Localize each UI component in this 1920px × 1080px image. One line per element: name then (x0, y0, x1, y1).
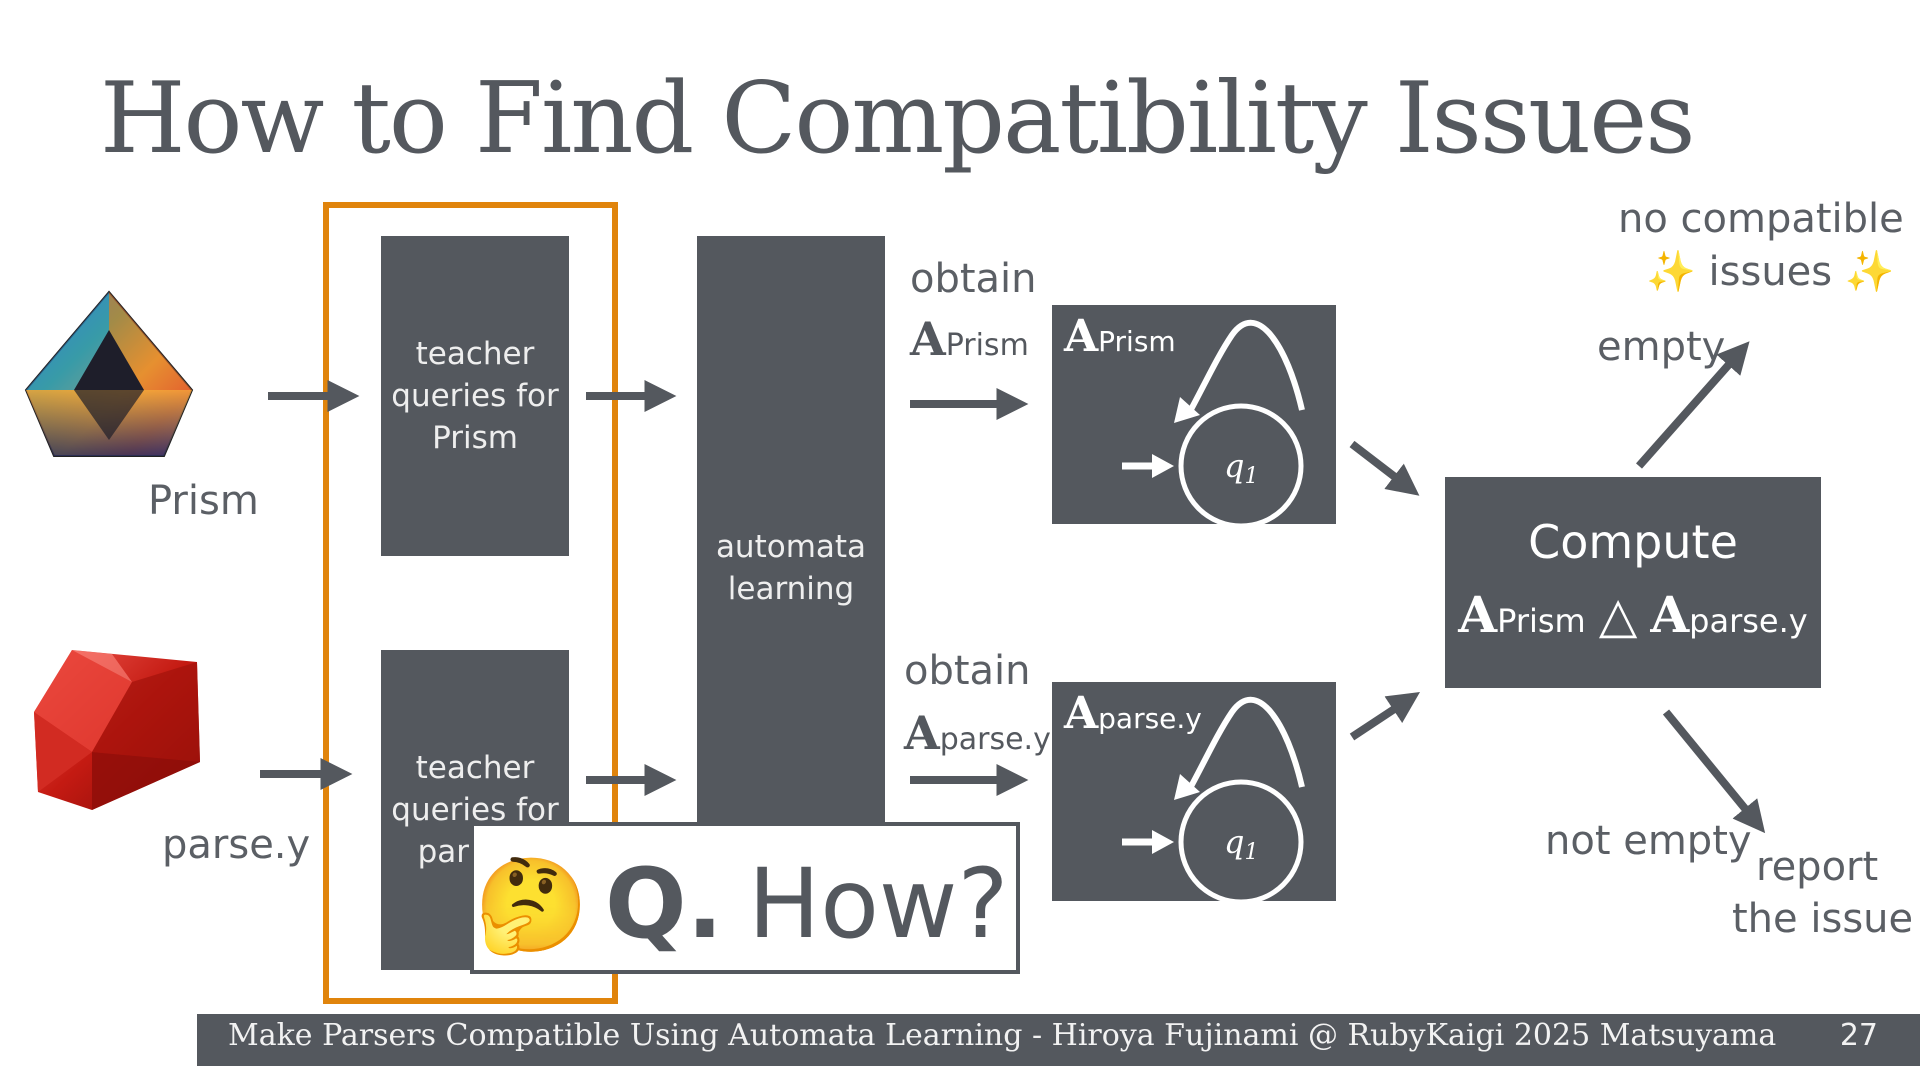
compute-formula: APrism △ Aparse.y (1445, 585, 1821, 644)
no-issues-line1: no compatible (1618, 196, 1904, 242)
arrow-not-empty (1662, 709, 1766, 834)
automaton-prism-box: APrism q1 (1052, 305, 1336, 524)
compute-A2: A (1650, 585, 1690, 644)
obtain-top-A: A (910, 312, 946, 366)
arrow-parsey-to-compute (1349, 692, 1421, 741)
question-card (470, 822, 1020, 974)
compute-A1: A (1458, 585, 1498, 644)
no-issues-line2: ✨ issues ✨ (1646, 249, 1895, 295)
footer-bar (197, 1014, 1920, 1066)
not-empty-label: not empty (1545, 818, 1752, 864)
symmetric-difference-icon: △ (1598, 586, 1638, 644)
automaton-parsey-state: q1 (1224, 823, 1258, 865)
obtain-bottom-automaton: Aparse.y (904, 706, 1051, 760)
automaton-prism-A: A (1064, 311, 1099, 362)
arrow-empty (1636, 341, 1750, 469)
obtain-top-automaton: APrism (910, 312, 1029, 366)
teacher-queries-prism-box: teacher queries for Prism (381, 236, 569, 556)
parsey-label: parse.y (162, 822, 311, 868)
arrow-prism-to-compute (1349, 440, 1420, 496)
obtain-bottom-sub: parse.y (939, 722, 1051, 757)
automaton-parsey-graph: q1 (1122, 696, 1305, 901)
compute-sub1: Prism (1497, 602, 1586, 640)
automaton-prism-graph: q1 (1122, 319, 1305, 524)
obtain-top-sub: Prism (945, 328, 1029, 363)
automaton-prism-sub: Prism (1098, 325, 1176, 358)
slide-title: How to Find Compatibility Issues (100, 62, 1696, 176)
page-number: 27 (1839, 1018, 1878, 1053)
question-how: How? (748, 848, 1009, 960)
automaton-prism-state: q1 (1224, 447, 1258, 489)
compute-sub2: parse.y (1689, 602, 1808, 640)
footer-text: Make Parsers Compatible Using Automata L… (228, 1018, 1777, 1053)
automata-learning-box: automata learning (697, 236, 885, 900)
empty-label: empty (1597, 324, 1726, 370)
automaton-parsey-A: A (1064, 688, 1099, 739)
ruby-gem-icon (34, 650, 200, 810)
teacher-queries-highlight-frame (323, 202, 618, 1004)
obtain-bottom-label: obtain (904, 648, 1031, 694)
obtain-bottom-A: A (904, 706, 940, 760)
automata-learning-text: automata learning (715, 529, 867, 607)
report-line2: the issue (1732, 896, 1914, 942)
obtain-top-label: obtain (910, 256, 1037, 302)
compute-box: Compute APrism △ Aparse.y (1445, 477, 1821, 688)
automaton-parsey-sub: parse.y (1098, 702, 1202, 735)
question-q: Q. (605, 848, 724, 960)
report-line1: report (1756, 844, 1879, 890)
automaton-parsey-box: Aparse.y q1 (1052, 682, 1336, 901)
prism-label: Prism (148, 478, 259, 524)
thinking-face-icon: 🤔 (474, 852, 589, 959)
prism-crystal-icon (24, 290, 194, 457)
teacher-queries-prism-text: teacher queries for Prism (391, 336, 559, 456)
compute-title: Compute (1528, 515, 1738, 569)
